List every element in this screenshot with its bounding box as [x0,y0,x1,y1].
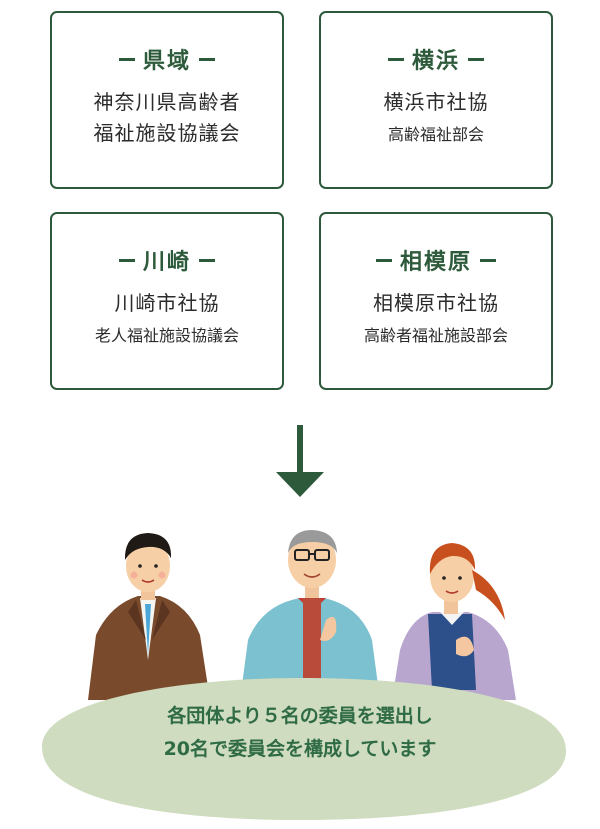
person-woman-icon [392,543,516,700]
dash-right [480,258,496,262]
summary-ellipse [41,678,567,820]
org-heading: 県域 [52,45,282,74]
org-department: 老人福祉施設協議会 [94,326,239,345]
org-name: 横浜市社協 [383,90,489,114]
org-department: 高齢者福祉施設部会 [363,326,508,345]
org-heading-label: 川崎 [142,250,191,275]
person-elderly-man-icon [240,530,380,700]
org-box-kanagawa: 県域 神奈川県高齢者 福祉施設協議会 [50,11,284,189]
org-heading: 川崎 [52,246,282,275]
dash-right [199,258,215,262]
org-box-sagamihara: 相模原 相模原市社協 高齢者福祉施設部会 [319,212,553,390]
org-heading: 横浜 [321,45,551,74]
dash-left [375,258,392,262]
org-heading-label: 相模原 [399,250,472,275]
org-name: 神奈川県高齢者 福祉施設協議会 [52,87,282,149]
dash-right [468,57,484,61]
summary-text: 各団体より５名の委員を選出し 20名で委員会を構成しています [40,700,560,766]
org-name: 川崎市社協 [114,291,220,315]
org-name: 相模原市社協 [373,291,499,315]
org-heading-label: 横浜 [411,49,460,74]
dash-left [387,57,404,61]
dash-left [118,258,135,262]
dash-left [118,57,135,61]
org-box-yokohama: 横浜 横浜市社協 高齢福祉部会 [319,11,553,189]
org-name-line: 神奈川県高齢者 [93,90,241,114]
org-heading-label: 県域 [142,49,191,74]
summary-line: 各団体より５名の委員を選出し [167,705,433,727]
dash-right [199,57,215,61]
org-box-kawasaki: 川崎 川崎市社協 老人福祉施設協議会 [50,212,284,390]
org-heading: 相模原 [321,246,551,275]
org-department: 高齢福祉部会 [387,125,484,144]
person-man-suit-icon [88,533,210,700]
summary-line: 20名で委員会を構成しています [163,738,437,760]
org-name-line: 福祉施設協議会 [93,121,241,145]
